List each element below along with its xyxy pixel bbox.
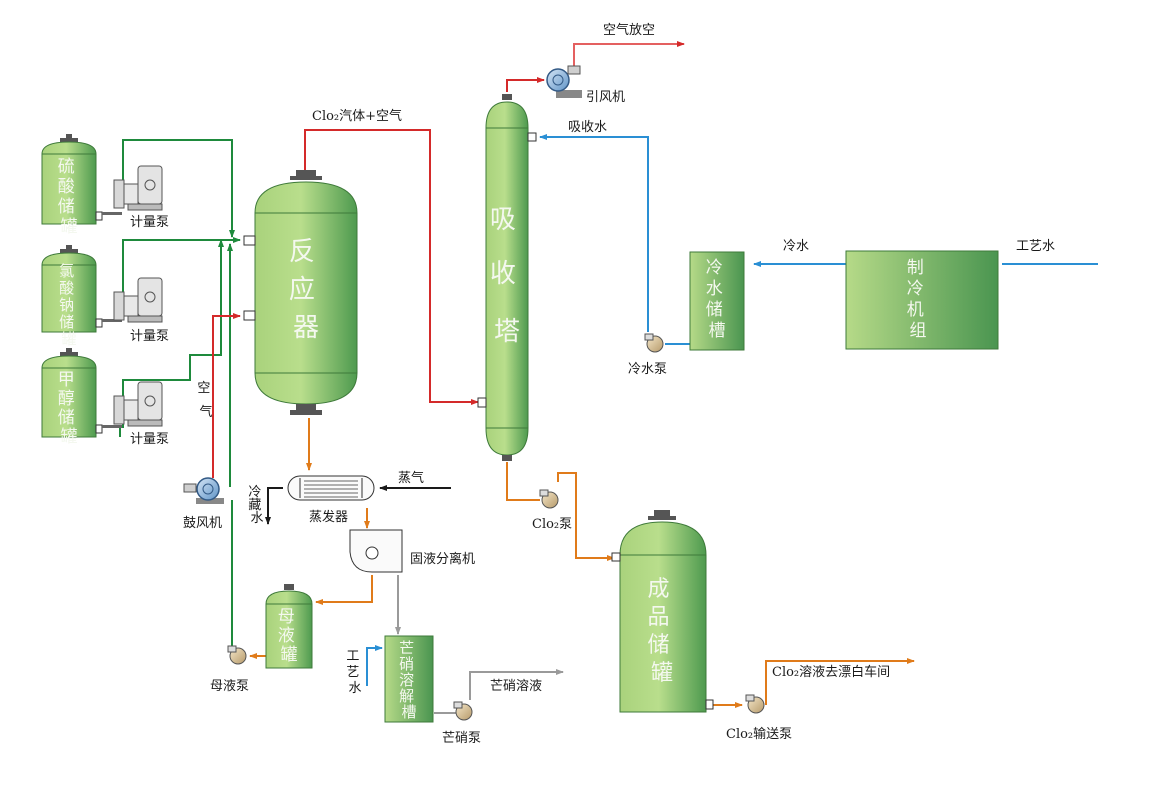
product-storage-tank: 成 品 储 罐 bbox=[611, 510, 714, 713]
meter-pump-label-1: 计量泵 bbox=[130, 215, 169, 230]
evaporator bbox=[287, 475, 375, 501]
induced-fan bbox=[546, 65, 582, 98]
salt-pump-label: 芒硝泵 bbox=[442, 730, 481, 746]
product-tank-label: 成 品 储 罐 bbox=[647, 577, 676, 686]
solid-liquid-separator bbox=[349, 529, 403, 573]
air-vent-label: 空气放空 bbox=[603, 22, 655, 38]
salt-dissolving-tank: 芒 硝 溶 解 槽 bbox=[384, 635, 434, 723]
steam-label: 蒸气 bbox=[398, 470, 424, 486]
mother-liquor-pump bbox=[227, 645, 247, 665]
salt-pump bbox=[453, 701, 473, 721]
clo2-transfer-pump-label: Clo₂输送泵 bbox=[726, 726, 792, 742]
metering-pump-3 bbox=[102, 381, 163, 428]
cold-water-tank: 冷 水 储 槽 bbox=[689, 251, 745, 351]
process-water-vertical-label: 工 艺 水 bbox=[346, 649, 363, 696]
sulfuric-acid-tank: 硫 酸 储 罐 bbox=[41, 134, 103, 237]
chilled-water-label: 冷 藏 水 bbox=[248, 485, 265, 526]
reactor-vessel: 反 应 器 bbox=[243, 170, 358, 415]
sulfuric-tank-label: 硫 酸 储 罐 bbox=[58, 157, 80, 237]
chiller-label: 制 冷 机 组 bbox=[907, 258, 929, 341]
absorption-tower: 吸 收 塔 bbox=[477, 94, 537, 461]
process-water-label: 工艺水 bbox=[1016, 239, 1055, 254]
metering-pump-2 bbox=[102, 277, 163, 323]
clo2-pump-label: Clo₂泵 bbox=[532, 517, 572, 532]
blower bbox=[183, 477, 224, 504]
evaporator-label: 蒸发器 bbox=[309, 509, 348, 525]
cold-water-label: 冷水 bbox=[783, 239, 809, 254]
cold-water-pump bbox=[644, 333, 664, 353]
clo2-gas-air-label: Clo₂汽体+空气 bbox=[312, 108, 402, 124]
blue-water-lines bbox=[366, 134, 1098, 686]
orange-liquid-lines bbox=[249, 418, 915, 708]
cold-water-pump-label: 冷水泵 bbox=[628, 362, 667, 377]
blower-label: 鼓风机 bbox=[183, 516, 222, 531]
clo2-transfer-pump bbox=[745, 694, 765, 714]
methanol-tank: 甲 醇 储 罐 bbox=[41, 348, 103, 447]
salt-solution-label: 芒硝溶液 bbox=[490, 678, 542, 694]
meter-pump-label-2: 计量泵 bbox=[130, 329, 169, 344]
meter-pump-label-3: 计量泵 bbox=[130, 432, 169, 447]
induced-fan-label: 引风机 bbox=[586, 90, 625, 105]
air-blower-line bbox=[227, 243, 233, 652]
chiller-unit: 制 冷 机 组 bbox=[845, 250, 999, 350]
chlorate-tank-label: 氯 酸 钠 储 罐 bbox=[59, 262, 79, 348]
clo2-pump bbox=[539, 489, 559, 509]
cold-water-tank-label: 冷 水 储 槽 bbox=[706, 258, 728, 341]
black-lines bbox=[265, 485, 451, 525]
methanol-tank-label: 甲 醇 储 罐 bbox=[58, 370, 80, 447]
gray-lines bbox=[395, 575, 564, 714]
clo2-to-bleach-label: Clo₂溶液去漂白车间 bbox=[772, 664, 890, 680]
green-feed-lines bbox=[119, 139, 241, 437]
red-gas-lines bbox=[212, 41, 685, 478]
air-vertical-label: 空 气 bbox=[197, 381, 214, 420]
mother-pump-label: 母液泵 bbox=[210, 679, 249, 694]
metering-pump-1 bbox=[102, 165, 163, 215]
absorb-water-label: 吸收水 bbox=[568, 120, 607, 135]
sodium-chlorate-tank: 氯 酸 钠 储 罐 bbox=[41, 245, 103, 348]
mother-tank-label: 母 液 罐 bbox=[278, 607, 300, 665]
absorber-label: 吸 收 塔 bbox=[490, 205, 524, 347]
separator-label: 固液分离机 bbox=[410, 551, 475, 567]
mother-liquor-tank: 母 液 罐 bbox=[265, 584, 313, 669]
dissolve-tank-label: 芒 硝 溶 解 槽 bbox=[399, 639, 419, 721]
reactor-label: 反 应 器 bbox=[289, 237, 323, 343]
